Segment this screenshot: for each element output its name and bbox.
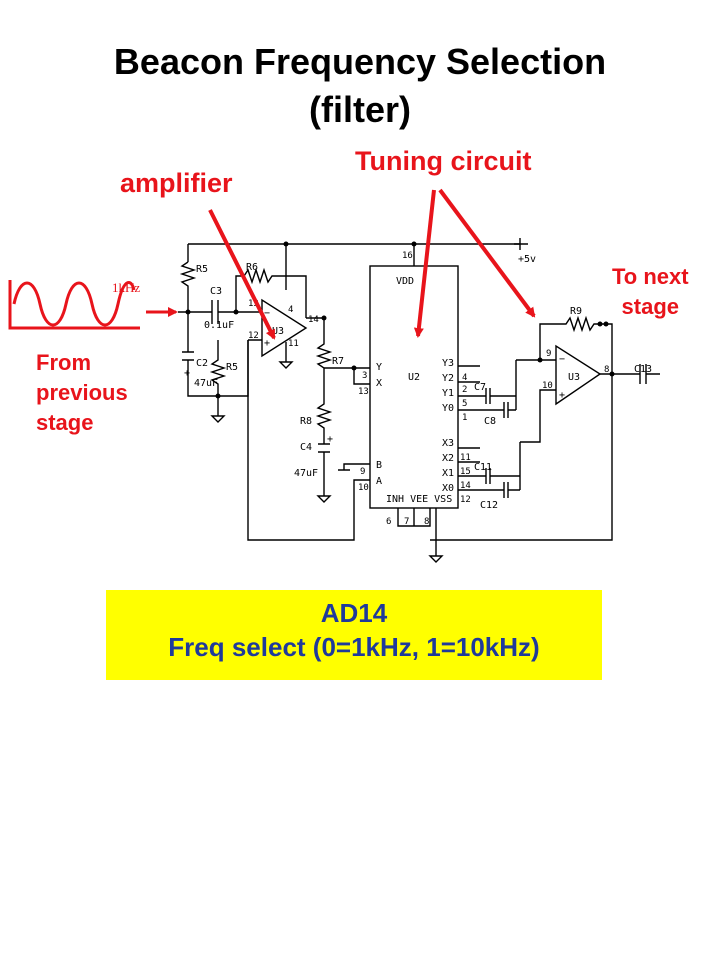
pin-y3: 4 bbox=[462, 373, 467, 383]
u3-amp-plus: + bbox=[264, 338, 270, 349]
u2-x-pin-label: X bbox=[376, 378, 382, 389]
to-next-stage-line2: stage bbox=[621, 294, 680, 319]
u2-x0-label: X0 bbox=[442, 483, 454, 494]
tuning-pointer-arrow-right bbox=[438, 188, 536, 318]
c4-plus: + bbox=[327, 434, 333, 445]
c2-label: C2 bbox=[196, 358, 208, 369]
pin-8a: 8 bbox=[424, 517, 429, 527]
c13-label: C13 bbox=[634, 364, 652, 375]
tuning-pointer-arrow-left bbox=[413, 189, 436, 338]
c3-label: C3 bbox=[210, 286, 222, 297]
pin-11a: 11 bbox=[288, 339, 299, 349]
u3-amp-label: U3 bbox=[272, 326, 284, 337]
c8-label: C8 bbox=[484, 416, 496, 427]
r6-label: R6 bbox=[246, 262, 258, 273]
r5-top-label: R5 bbox=[196, 264, 208, 275]
freq-select-info-box: AD14 Freq select (0=1kHz, 1=10kHz) bbox=[106, 590, 602, 680]
from-prev-line2: previous bbox=[36, 380, 128, 405]
u3-filter-minus: − bbox=[559, 354, 565, 365]
pin-12a: 12 bbox=[248, 331, 259, 341]
u2-x3-label: X3 bbox=[442, 438, 454, 449]
pin-16: 16 bbox=[402, 251, 413, 261]
c2-value-label: 47uF bbox=[194, 378, 218, 389]
c2-plus: + bbox=[184, 368, 190, 379]
c12-label: C12 bbox=[480, 500, 498, 511]
u2-y2-label: Y2 bbox=[442, 373, 454, 384]
info-box-line2: Freq select (0=1kHz, 1=10kHz) bbox=[168, 632, 540, 662]
u2-b-pin-label: B bbox=[376, 460, 382, 471]
vplus-label: +5v bbox=[518, 254, 536, 265]
u2-bottom-pins-label: INH VEE VSS bbox=[386, 494, 452, 505]
u2-y1-label: Y1 bbox=[442, 388, 454, 399]
input-sine-wave: 1kHz bbox=[8, 280, 140, 330]
r9-label: R9 bbox=[570, 306, 582, 317]
amplifier-pointer-arrow bbox=[208, 209, 276, 340]
pin-14a: 14 bbox=[308, 315, 319, 325]
pin-x2: 15 bbox=[460, 467, 471, 477]
u3-filter-plus: + bbox=[559, 390, 565, 401]
circuit-wires bbox=[178, 238, 660, 563]
pin-x0: 12 bbox=[460, 495, 471, 505]
page-title-line1: Beacon Frequency Selection bbox=[113, 41, 607, 82]
from-previous-stage-label: From previous stage bbox=[36, 348, 128, 438]
pin-9a: 9 bbox=[360, 467, 365, 477]
pin-10a: 10 bbox=[358, 483, 369, 493]
pin-4: 4 bbox=[288, 305, 293, 315]
c11-label: C11 bbox=[474, 462, 492, 473]
c7-label: C7 bbox=[474, 382, 486, 393]
r5-bottom-label: R5 bbox=[226, 362, 238, 373]
to-next-stage-label: To next stage bbox=[612, 262, 689, 322]
pin-13b: 13 bbox=[358, 387, 369, 397]
pin-9b: 9 bbox=[546, 349, 551, 359]
u2-y-pin-label: Y bbox=[376, 362, 382, 373]
from-prev-line1: From bbox=[36, 350, 91, 375]
pin-y2: 2 bbox=[462, 385, 467, 395]
c4-label: C4 bbox=[300, 442, 312, 453]
info-box-line1: AD14 bbox=[320, 598, 388, 628]
tuning-circuit-label: Tuning circuit bbox=[355, 146, 532, 176]
amplifier-label: amplifier bbox=[120, 168, 233, 198]
pin-7: 7 bbox=[404, 517, 409, 527]
c4-value-label: 47uF bbox=[294, 468, 318, 479]
signal-frequency-label: 1kHz bbox=[112, 280, 140, 295]
r7-label: R7 bbox=[332, 356, 344, 367]
page-title-line2: (filter) bbox=[309, 89, 411, 130]
pin-y0: 1 bbox=[462, 413, 467, 423]
u2-y0-label: Y0 bbox=[442, 403, 454, 414]
pin-x1: 14 bbox=[460, 481, 471, 491]
u3-amp-minus: − bbox=[264, 308, 270, 319]
to-next-stage-line1: To next bbox=[612, 264, 689, 289]
u2-label: U2 bbox=[408, 372, 420, 383]
u3-filter-label: U3 bbox=[568, 372, 580, 383]
u2-a-pin-label: A bbox=[376, 476, 382, 487]
pin-13a: 13 bbox=[248, 299, 259, 309]
from-prev-line3: stage bbox=[36, 410, 94, 435]
u2-vdd-label: VDD bbox=[396, 276, 414, 287]
u2-x1-label: X1 bbox=[442, 468, 454, 479]
pin-x3: 11 bbox=[460, 453, 471, 463]
c3-value-label: 0.1uF bbox=[204, 320, 234, 331]
pin-3: 3 bbox=[362, 371, 367, 381]
u2-x2-label: X2 bbox=[442, 453, 454, 464]
pin-6: 6 bbox=[386, 517, 391, 527]
pin-y1: 5 bbox=[462, 399, 467, 409]
pin-10b: 10 bbox=[542, 381, 553, 391]
pin-8b: 8 bbox=[604, 365, 609, 375]
u2-y3-label: Y3 bbox=[442, 358, 454, 369]
circuit-dots bbox=[185, 241, 615, 399]
r8-label: R8 bbox=[300, 416, 312, 427]
